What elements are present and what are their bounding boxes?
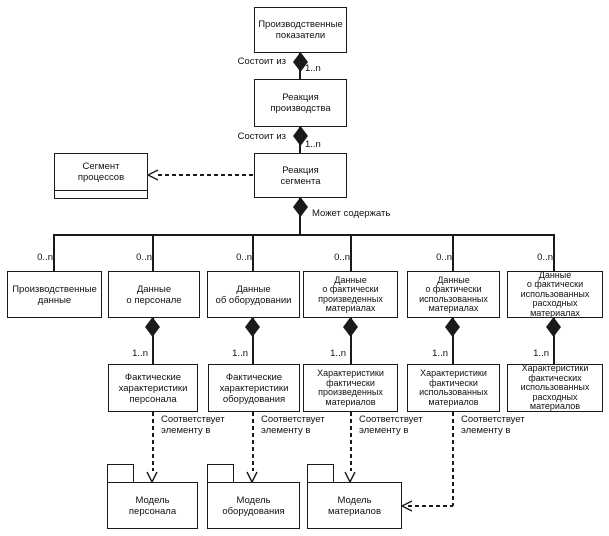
multiplicity-label: 0..n [37, 252, 53, 263]
class-box-used-materials-data: Данные о фактически использованных матер… [407, 271, 500, 318]
multiplicity-label: 0..n [236, 252, 252, 263]
multiplicity-label: 0..n [334, 252, 350, 263]
package-tab [207, 464, 234, 483]
connector-line [252, 318, 254, 364]
multiplicity-label: 0..n [136, 252, 152, 263]
package-tab [307, 464, 334, 483]
package-equipment-model: Модель оборудования [207, 482, 300, 529]
label-may-contain: Может содержать [312, 208, 391, 219]
dependency-arrowhead-down-icon [246, 471, 258, 483]
multiplicity-label: 1..n [132, 348, 148, 359]
label-consists-of: Состоит из [237, 56, 286, 67]
dependency-dashed-line [158, 174, 254, 176]
composition-diamond [245, 317, 260, 337]
class-box-production-data: Производственные данные [7, 271, 102, 318]
multiplicity-label: 0..n [436, 252, 452, 263]
package-materials-model: Модель материалов [307, 482, 402, 529]
empty-compartment [55, 190, 147, 198]
class-box-equipment-data: Данные об оборудовании [207, 271, 300, 318]
class-box-consumable-materials-characteristics: Характеристики фактических использованны… [507, 364, 603, 412]
class-box-produced-materials-data: Данные о фактически произведенных матери… [303, 271, 398, 318]
dependency-arrowhead-down-icon [344, 471, 356, 483]
label-consists-of: Состоит из [237, 131, 286, 142]
dependency-arrowhead-left-icon [401, 500, 413, 512]
multiplicity-label: 1..n [305, 63, 321, 74]
dependency-arrowhead-left-icon [147, 169, 159, 181]
connector-line [553, 318, 555, 364]
composition-diamond [445, 317, 460, 337]
class-box-label: Данные о фактически произведенных матери… [318, 274, 383, 313]
package-tab [107, 464, 134, 483]
class-box-process-segment: Сегмент процессов [54, 153, 148, 199]
connector-bus-line [53, 234, 555, 236]
connector-line [252, 235, 254, 271]
connector-line [350, 235, 352, 271]
package-label: Модель персонала [128, 494, 177, 517]
connector-line [152, 235, 154, 271]
class-box-label: Данные об оборудовании [215, 283, 292, 306]
dependency-dashed-line [408, 505, 453, 507]
multiplicity-label: 1..n [232, 348, 248, 359]
class-box-label: Данные о фактически использованных матер… [419, 274, 488, 313]
class-box-label: Реакция сегмента [280, 164, 321, 187]
label-corresponds-to: Соответствует элементу в [261, 414, 325, 436]
label-corresponds-to: Соответствует элементу в [359, 414, 423, 436]
composition-diamond [546, 317, 561, 337]
package-label: Модель материалов [328, 494, 381, 517]
connector-line [152, 318, 154, 364]
class-box-label: Характеристики фактических использованны… [520, 363, 590, 412]
dependency-dashed-line [252, 412, 254, 471]
multiplicity-label: 1..n [432, 348, 448, 359]
composition-diamond [293, 52, 308, 72]
class-box-label: Данные о фактически использованных расхо… [520, 269, 590, 318]
dependency-dashed-line [152, 412, 154, 471]
label-corresponds-to: Соответствует элементу в [461, 414, 525, 436]
class-box-label: Характеристики фактически использованных… [419, 368, 488, 407]
composition-diamond [343, 317, 358, 337]
class-box-label: Фактические характеристики оборудования [219, 371, 289, 405]
label-corresponds-to: Соответствует элементу в [161, 414, 225, 436]
dependency-dashed-line [350, 412, 352, 471]
connector-line [350, 318, 352, 364]
class-box-label: Данные о персонале [126, 283, 182, 306]
class-box-personnel-data: Данные о персонале [108, 271, 200, 318]
class-box-equipment-characteristics: Фактические характеристики оборудования [208, 364, 300, 412]
package-personnel-model: Модель персонала [107, 482, 198, 529]
connector-line [553, 235, 555, 271]
multiplicity-label: 1..n [330, 348, 346, 359]
class-box-label: Фактические характеристики персонала [118, 371, 188, 405]
multiplicity-label: 1..n [305, 139, 321, 150]
composition-diamond [293, 197, 308, 217]
connector-line [452, 318, 454, 364]
dependency-dashed-line [452, 412, 454, 506]
class-box-used-materials-characteristics: Характеристики фактически использованных… [407, 364, 500, 412]
connector-line [53, 235, 55, 271]
multiplicity-label: 0..n [537, 252, 553, 263]
class-box-production-indicators: Производственные показатели [254, 7, 347, 53]
package-label: Модель оборудования [222, 494, 285, 517]
class-box-label: Характеристики фактически произведенных … [317, 368, 384, 407]
class-box-segment-reaction: Реакция сегмента [254, 153, 347, 198]
class-box-personnel-characteristics: Фактические характеристики персонала [108, 364, 198, 412]
class-box-label: Производственные показатели [258, 19, 343, 41]
class-box-consumable-materials-data: Данные о фактически использованных расхо… [507, 269, 603, 318]
composition-diamond [145, 317, 160, 337]
class-box-production-reaction: Реакция производства [254, 79, 347, 127]
class-box-label: Реакция производства [270, 92, 331, 114]
class-box-label: Сегмент процессов [77, 161, 125, 183]
multiplicity-label: 1..n [533, 348, 549, 359]
composition-diamond [293, 126, 308, 146]
class-box-label: Производственные данные [12, 283, 97, 306]
connector-line [299, 198, 301, 235]
connector-line [452, 235, 454, 271]
class-box-produced-materials-characteristics: Характеристики фактически произведенных … [303, 364, 398, 412]
dependency-arrowhead-down-icon [146, 471, 158, 483]
